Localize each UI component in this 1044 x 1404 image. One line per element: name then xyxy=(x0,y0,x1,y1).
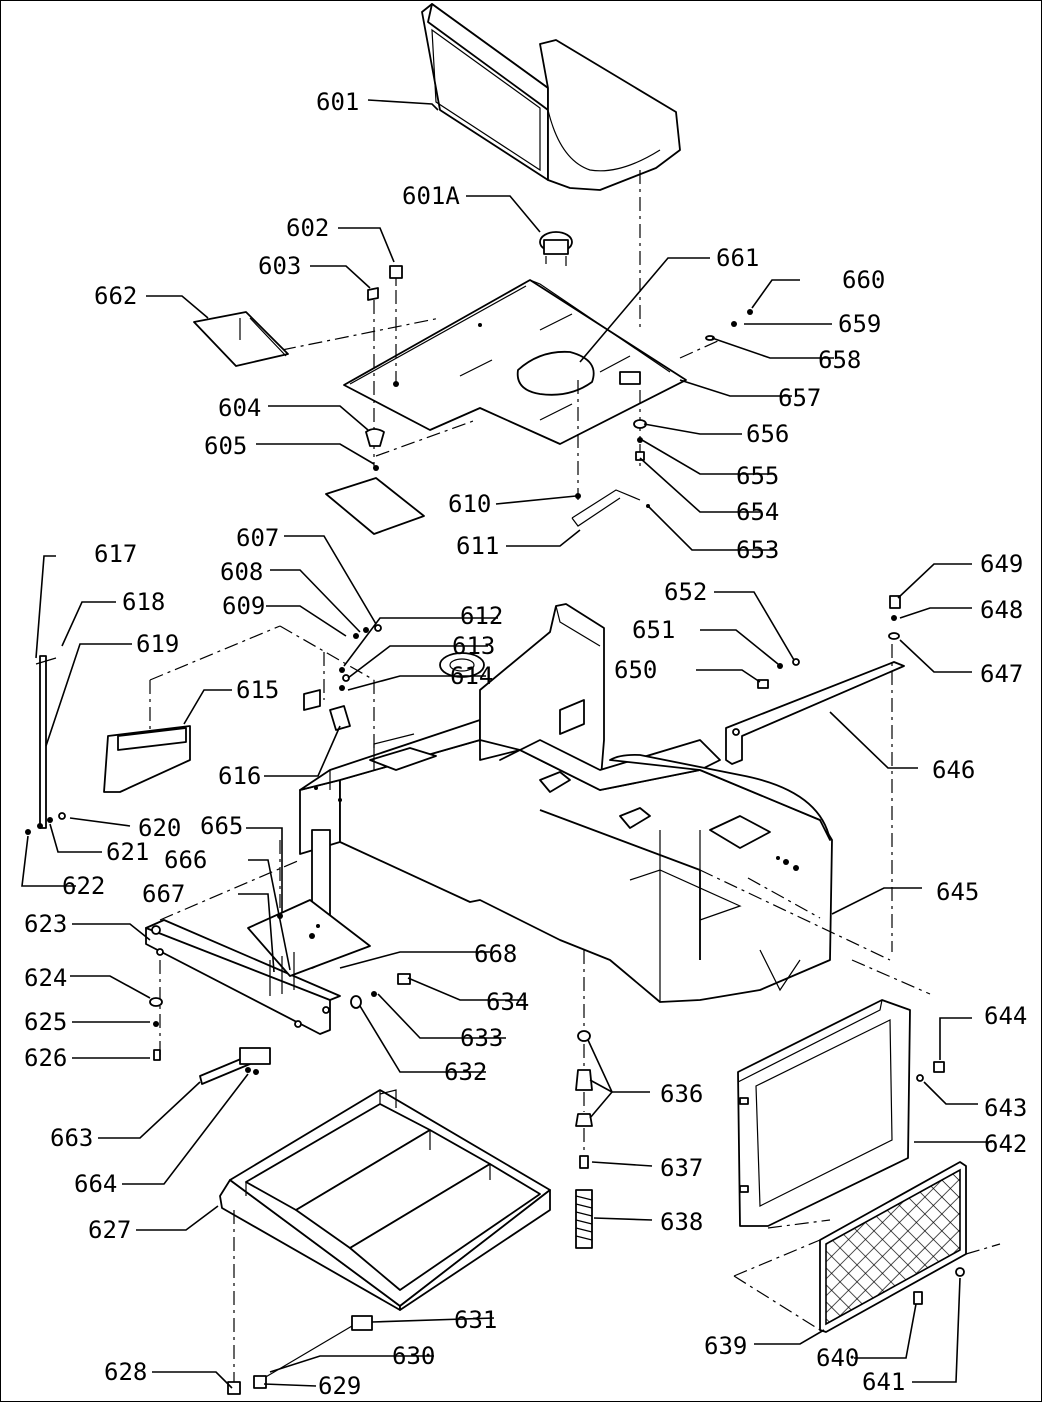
access-frame-part xyxy=(737,959,945,1229)
label-604: 604 xyxy=(218,394,261,422)
label-603: 603 xyxy=(258,252,301,280)
storage-tray-part xyxy=(103,625,375,793)
label-649: 649 xyxy=(980,550,1023,578)
part-labels: 601 601A 602 603 662 661 660 659 658 657… xyxy=(24,88,1027,1400)
label-605: 605 xyxy=(204,432,247,460)
label-637: 637 xyxy=(660,1154,703,1182)
label-619: 619 xyxy=(136,630,179,658)
label-623: 623 xyxy=(24,910,67,938)
label-627: 627 xyxy=(88,1216,131,1244)
label-630: 630 xyxy=(392,1342,435,1370)
label-624: 624 xyxy=(24,964,67,992)
label-668: 668 xyxy=(474,940,517,968)
label-647: 647 xyxy=(980,660,1023,688)
label-652: 652 xyxy=(664,578,707,606)
decal-lower-part xyxy=(325,477,425,535)
label-626: 626 xyxy=(24,1044,67,1072)
label-639: 639 xyxy=(704,1332,747,1360)
label-614: 614 xyxy=(450,662,493,690)
label-616: 616 xyxy=(218,762,261,790)
label-609: 609 xyxy=(222,592,265,620)
label-636: 636 xyxy=(660,1080,703,1108)
label-634: 634 xyxy=(486,988,529,1016)
label-656: 656 xyxy=(746,420,789,448)
main-body-part xyxy=(299,603,891,1003)
spring-assembly-part xyxy=(575,950,593,1249)
label-621: 621 xyxy=(106,838,149,866)
label-633: 633 xyxy=(460,1024,503,1052)
label-663: 663 xyxy=(50,1124,93,1152)
seat-part xyxy=(421,3,681,330)
seat-bracket-part xyxy=(539,231,573,266)
label-661: 661 xyxy=(716,244,759,272)
label-622: 622 xyxy=(62,872,105,900)
label-662: 662 xyxy=(94,282,137,310)
label-640: 640 xyxy=(816,1344,859,1372)
label-653: 653 xyxy=(736,536,779,564)
label-659: 659 xyxy=(838,310,881,338)
seat-plate-part xyxy=(281,279,721,500)
leader-lines xyxy=(21,99,992,1389)
label-655: 655 xyxy=(736,462,779,490)
label-643: 643 xyxy=(984,1094,1027,1122)
seat-rod-part xyxy=(571,489,641,527)
label-629: 629 xyxy=(318,1372,361,1400)
label-645: 645 xyxy=(936,878,979,906)
label-665: 665 xyxy=(200,812,243,840)
label-641: 641 xyxy=(862,1368,905,1396)
label-615: 615 xyxy=(236,676,279,704)
bracket-616-part xyxy=(303,624,382,731)
latch-part xyxy=(199,1047,271,1085)
label-611: 611 xyxy=(456,532,499,560)
label-610: 610 xyxy=(448,490,491,518)
label-660: 660 xyxy=(842,266,885,294)
label-664: 664 xyxy=(74,1170,117,1198)
label-631: 631 xyxy=(454,1306,497,1334)
label-608: 608 xyxy=(220,558,263,586)
label-654: 654 xyxy=(736,498,779,526)
label-617: 617 xyxy=(94,540,137,568)
label-612: 612 xyxy=(460,602,503,630)
label-658: 658 xyxy=(818,346,861,374)
rod-617-part xyxy=(25,655,66,835)
label-632: 632 xyxy=(444,1058,487,1086)
label-613: 613 xyxy=(452,632,495,660)
label-625: 625 xyxy=(24,1008,67,1036)
label-646: 646 xyxy=(932,756,975,784)
label-607: 607 xyxy=(236,524,279,552)
label-601: 601 xyxy=(316,88,359,116)
battery-tray-part xyxy=(219,1089,551,1386)
label-642: 642 xyxy=(984,1130,1027,1158)
label-638: 638 xyxy=(660,1208,703,1236)
label-657: 657 xyxy=(778,384,821,412)
cable-part xyxy=(227,1315,373,1395)
label-601a: 601A xyxy=(402,182,460,210)
seat-hardware xyxy=(365,265,753,499)
decal-part xyxy=(193,311,289,367)
label-618: 618 xyxy=(122,588,165,616)
crossmember-part xyxy=(145,840,411,1061)
mesh-grille-part xyxy=(733,1161,1001,1333)
label-602: 602 xyxy=(286,214,329,242)
label-650: 650 xyxy=(614,656,657,684)
label-620: 620 xyxy=(138,814,181,842)
side-bracket-part xyxy=(725,595,905,952)
label-648: 648 xyxy=(980,596,1023,624)
label-644: 644 xyxy=(984,1002,1027,1030)
label-666: 666 xyxy=(164,846,207,874)
label-628: 628 xyxy=(104,1358,147,1386)
label-651: 651 xyxy=(632,616,675,644)
label-667: 667 xyxy=(142,880,185,908)
